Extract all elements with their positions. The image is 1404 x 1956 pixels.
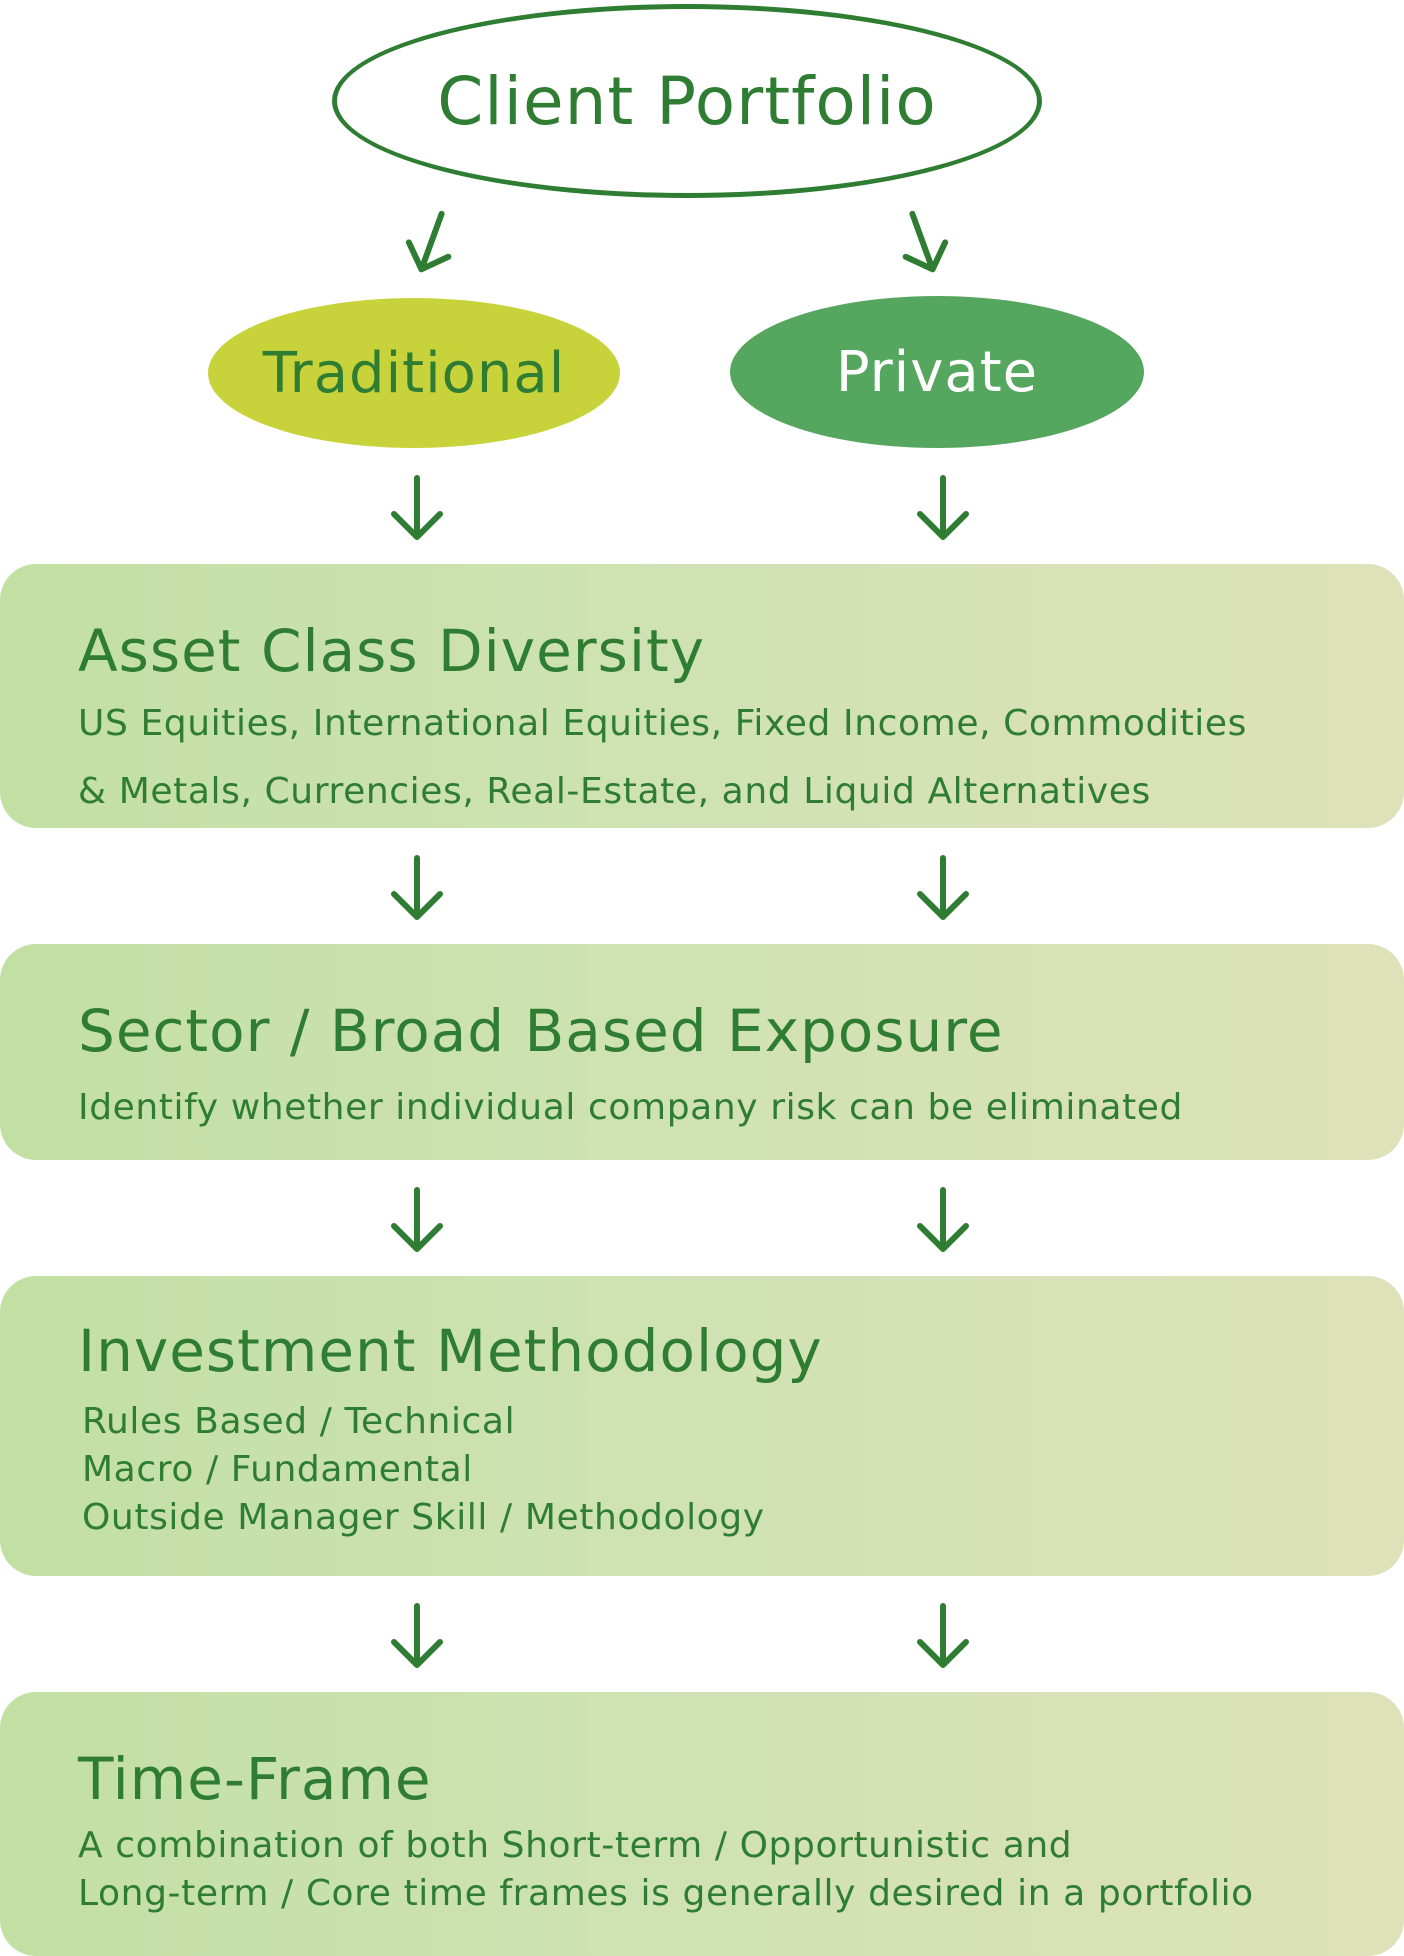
- private-label: Private: [835, 339, 1039, 405]
- arrow-down-icon: [382, 1186, 452, 1256]
- arrow-down-icon: [908, 1186, 978, 1256]
- sector-exposure-box: Sector / Broad Based Exposure Identify w…: [0, 944, 1404, 1160]
- asset-class-diversity-line: & Metals, Currencies, Real-Estate, and L…: [78, 771, 1151, 812]
- investment-methodology-line: Outside Manager Skill / Methodology: [82, 1497, 765, 1538]
- investment-methodology-line: Rules Based / Technical: [82, 1401, 516, 1442]
- client-portfolio-node: Client Portfolio: [332, 4, 1042, 198]
- arrow-down-icon: [382, 854, 452, 924]
- time-frame-title: Time-Frame: [78, 1745, 432, 1813]
- investment-methodology-title: Investment Methodology: [78, 1317, 823, 1385]
- asset-class-diversity-line: US Equities, International Equities, Fix…: [78, 703, 1247, 744]
- client-portfolio-label: Client Portfolio: [437, 62, 937, 140]
- traditional-label: Traditional: [262, 340, 566, 406]
- arrow-down-icon: [382, 1602, 452, 1672]
- sector-exposure-line: Identify whether individual company risk…: [78, 1087, 1184, 1128]
- investment-methodology-box: Investment Methodology Rules Based / Tec…: [0, 1276, 1404, 1576]
- arrow-down-icon: [396, 208, 466, 278]
- investment-methodology-line: Macro / Fundamental: [82, 1449, 473, 1490]
- time-frame-box: Time-Frame A combination of both Short-t…: [0, 1692, 1404, 1956]
- private-node: Private: [730, 296, 1144, 448]
- arrow-down-icon: [908, 1602, 978, 1672]
- asset-class-diversity-box: Asset Class Diversity US Equities, Inter…: [0, 564, 1404, 828]
- time-frame-line: A combination of both Short-term / Oppor…: [78, 1825, 1073, 1866]
- arrow-down-icon: [382, 474, 452, 544]
- traditional-node: Traditional: [208, 298, 620, 448]
- arrow-down-icon: [908, 474, 978, 544]
- arrow-down-icon: [908, 854, 978, 924]
- sector-exposure-title: Sector / Broad Based Exposure: [78, 997, 1004, 1065]
- asset-class-diversity-title: Asset Class Diversity: [78, 617, 706, 685]
- arrow-down-icon: [888, 208, 958, 278]
- time-frame-line: Long-term / Core time frames is generall…: [78, 1873, 1254, 1914]
